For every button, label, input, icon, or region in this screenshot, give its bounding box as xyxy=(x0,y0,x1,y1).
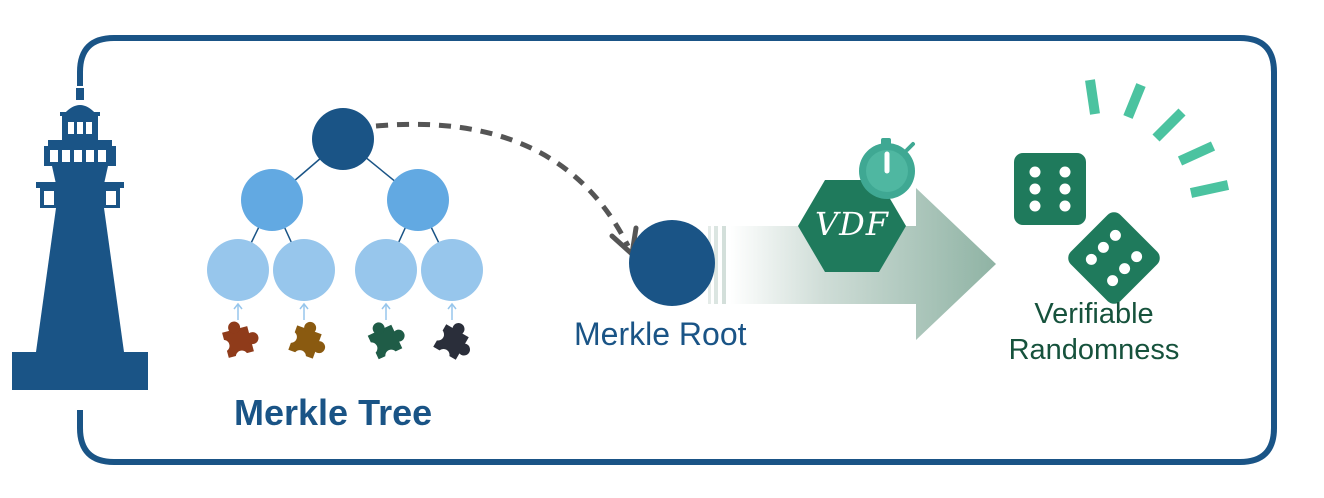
dashed-arrow xyxy=(375,121,631,248)
puzzle-piece-icon xyxy=(217,321,259,363)
merkle-root-label: Merkle Root xyxy=(574,316,747,352)
tree-mid-node xyxy=(241,169,303,231)
leaf-input-arrows xyxy=(233,302,457,320)
randomness-label-line2: Randomness xyxy=(1008,334,1180,366)
tree-root-node xyxy=(312,108,374,170)
merkle-root-node xyxy=(629,220,715,306)
merkle-tree-label: Merkle Tree xyxy=(234,392,433,433)
tree-leaf-node xyxy=(421,239,483,301)
stopwatch-icon xyxy=(859,138,915,199)
tree-mid-node xyxy=(387,169,449,231)
puzzle-piece-icon xyxy=(432,323,470,361)
tree-leaf-node xyxy=(355,239,417,301)
tree-leaf-node xyxy=(207,239,269,301)
dice-icon xyxy=(1068,212,1160,304)
puzzle-piece-icon xyxy=(365,322,405,362)
verifiable-randomness-label: Verifiable Randomness xyxy=(984,296,1204,368)
puzzle-piece-icon xyxy=(284,321,326,363)
frame-border xyxy=(77,35,1277,465)
lighthouse-icon xyxy=(12,88,148,390)
vdf-hexagon xyxy=(798,180,906,272)
dice-icon xyxy=(1014,153,1086,225)
randomness-rays xyxy=(1085,79,1230,198)
vdf-label: VDF xyxy=(815,205,889,243)
tree-leaf-node xyxy=(273,239,335,301)
lighthouse-windows xyxy=(44,122,116,205)
randomness-label-line1: Verifiable xyxy=(1034,298,1154,330)
